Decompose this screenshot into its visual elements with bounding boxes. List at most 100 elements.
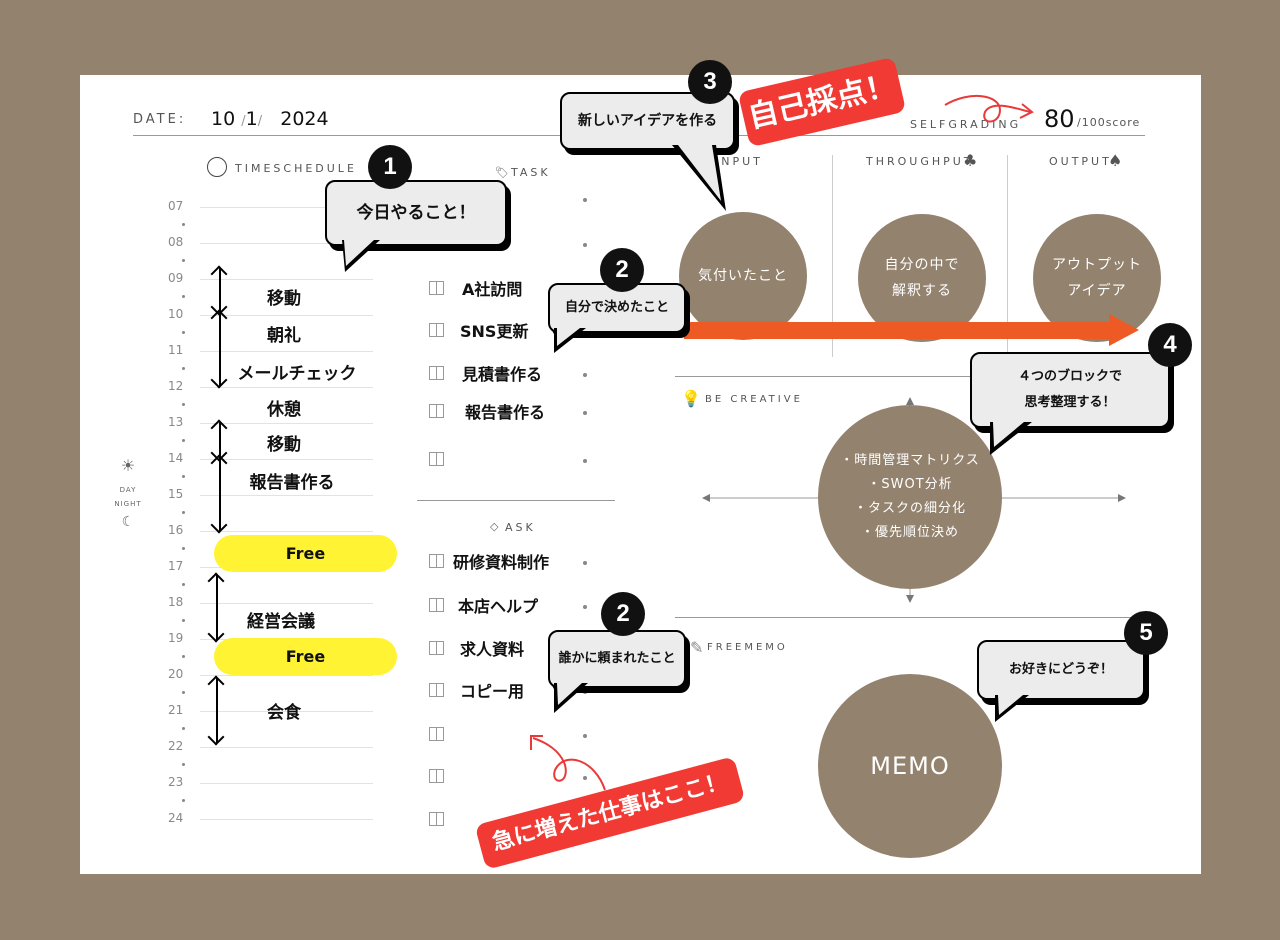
checkbox[interactable] [429, 641, 444, 655]
pencil-icon: ✎ [690, 638, 704, 657]
step-badge-2: 2 [600, 248, 644, 292]
step-badge-5: 5 [1124, 611, 1168, 655]
checkbox[interactable] [429, 452, 444, 466]
half-hour-dot [182, 691, 185, 694]
half-hour-dot [182, 799, 185, 802]
task-dot [583, 459, 587, 463]
hour-line [200, 279, 373, 280]
creative-item: ・優先順位決め [860, 525, 959, 540]
date-separator: / [257, 114, 263, 129]
hour-label: 20 [168, 667, 184, 681]
scribble-arrow [530, 735, 606, 791]
task-divider [417, 500, 615, 501]
date-year: 2024 [280, 108, 329, 130]
task-item[interactable]: 報告書作る [465, 403, 546, 422]
schedule-item: メールチェック [237, 364, 357, 384]
hour-line [200, 351, 373, 352]
score-suffix: /100score [1077, 116, 1141, 129]
step-badge-3: 3 [688, 60, 732, 104]
date-label: DATE: [133, 112, 187, 127]
creative-circle: ・時間管理マトリクス ・SWOT分析 ・タスクの細分化 ・優先順位決め [818, 405, 1002, 589]
schedule-item: 会食 [267, 703, 301, 723]
task-item[interactable]: A社訪問 [462, 280, 523, 299]
hour-line [200, 387, 373, 388]
throughput-circle: 自分の中で 解釈する [858, 214, 986, 342]
ask-item[interactable]: コピー用 [460, 682, 525, 701]
ask-item[interactable]: 研修資料制作 [453, 553, 550, 572]
ask-item[interactable]: 本店ヘルプ [458, 597, 539, 616]
throughput-label: THROUGHPUT [866, 155, 974, 168]
checkbox[interactable] [429, 727, 444, 741]
checkbox[interactable] [429, 769, 444, 783]
free-slot: Free [214, 535, 397, 572]
callout-tail [990, 422, 1032, 455]
ask-item[interactable]: 求人資料 [460, 640, 525, 659]
ask-dot [583, 605, 587, 609]
hour-label: 12 [168, 379, 184, 393]
night-label: NIGHT [114, 500, 142, 508]
clock-icon [207, 157, 227, 177]
hour-label: 07 [168, 199, 184, 213]
hour-line [200, 675, 373, 676]
hour-label: 10 [168, 307, 184, 321]
checkbox[interactable] [429, 281, 444, 295]
hour-line [200, 819, 373, 820]
hour-label: 11 [168, 343, 184, 357]
input-label: INPUT [715, 155, 763, 168]
checkbox[interactable] [429, 366, 444, 380]
schedule-item: 経営会議 [247, 612, 315, 632]
hour-line [200, 423, 373, 424]
half-hour-dot [182, 583, 185, 586]
task-dot [583, 411, 587, 415]
callout-tail [995, 695, 1029, 722]
half-hour-dot [182, 295, 185, 298]
output-circle: アウトプット アイデア [1033, 214, 1161, 342]
date-month: 10 [211, 108, 236, 130]
checkbox[interactable] [429, 554, 444, 568]
sprout-icon: ♣ [963, 151, 978, 170]
checkbox[interactable] [429, 812, 444, 826]
task-dot [583, 198, 587, 202]
timeschedule-label: TIMESCHEDULE [235, 162, 357, 175]
half-hour-dot [182, 763, 185, 766]
date-value[interactable]: 10 /1/ 2024 [211, 108, 329, 130]
task-label: TASK [511, 166, 551, 179]
hour-label: 08 [168, 235, 184, 249]
freememo-label: FREEMEMO [707, 642, 788, 653]
checkbox[interactable] [429, 683, 444, 697]
hour-label: 09 [168, 271, 184, 285]
creative-item: ・時間管理マトリクス [840, 453, 980, 468]
hour-label: 23 [168, 775, 184, 789]
ask-label: ASK [505, 521, 536, 534]
tag-outline-icon: ◇ [490, 520, 499, 533]
creative-item: ・タスクの細分化 [853, 501, 966, 516]
task-item[interactable]: SNS更新 [460, 322, 529, 341]
checkbox[interactable] [429, 404, 444, 418]
hour-line [200, 783, 373, 784]
input-circle: 気付いたこと [679, 212, 807, 340]
hour-label: 13 [168, 415, 184, 429]
hour-line [200, 747, 373, 748]
schedule-item: 移動 [267, 435, 301, 455]
memo-circle[interactable]: MEMO [818, 674, 1002, 858]
half-hour-dot [182, 403, 185, 406]
checkbox[interactable] [429, 598, 444, 612]
bulb-icon: 💡 [681, 389, 701, 408]
hour-label: 18 [168, 595, 184, 609]
task-item[interactable]: 見積書作る [462, 365, 543, 384]
creative-item: ・SWOT分析 [867, 477, 953, 492]
half-hour-dot [182, 331, 185, 334]
callout-free: お好きにどうぞ！ [977, 640, 1145, 700]
hour-label: 16 [168, 523, 184, 537]
step-badge-4: 4 [1148, 323, 1192, 367]
checkbox[interactable] [429, 323, 444, 337]
score-value[interactable]: 80 [1044, 105, 1075, 133]
moon-icon: ☾ [121, 514, 135, 530]
schedule-item: 移動 [267, 289, 301, 309]
schedule-item: 報告書作る [249, 473, 335, 493]
section-divider [675, 376, 1145, 377]
be-creative-label: BE CREATIVE [705, 394, 803, 405]
hour-line [200, 243, 373, 244]
callout-tail [342, 240, 380, 272]
callout-four-blocks: ４つのブロックで 思考整理する！ [970, 352, 1170, 428]
